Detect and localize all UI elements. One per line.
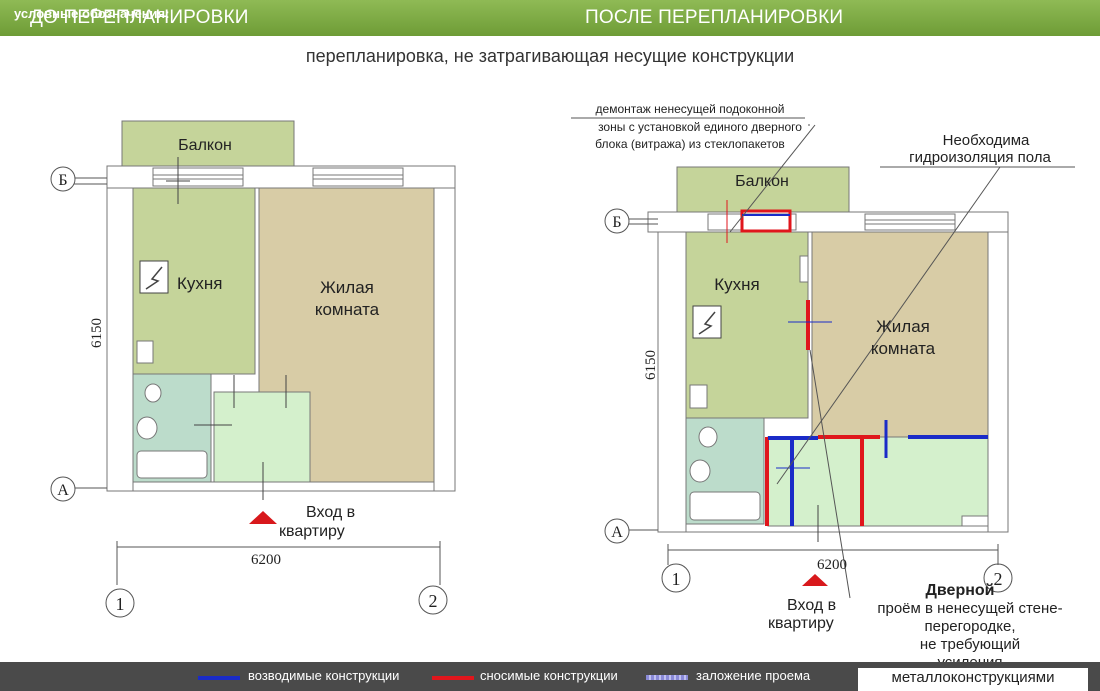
note-water-line-2: гидроизоляция пола bbox=[909, 149, 1051, 166]
svg-text:Б: Б bbox=[612, 214, 621, 231]
after-balcony-label: Балкон bbox=[735, 173, 789, 190]
before-dim-height: 6150 bbox=[89, 318, 105, 348]
before-axis-a bbox=[50, 476, 76, 502]
after-dim-width: 6200 bbox=[817, 557, 847, 573]
before-entrance-label-2: квартиру bbox=[279, 523, 345, 540]
after-kitchen-label: Кухня bbox=[714, 275, 760, 294]
legend-built-label: возводимые конструкции bbox=[248, 668, 400, 683]
after-living-room bbox=[811, 231, 989, 438]
legend-opening-label: заложение проема bbox=[696, 668, 811, 683]
svg-text:А: А bbox=[611, 524, 623, 541]
header-bar bbox=[0, 0, 1100, 36]
before-axis-2 bbox=[418, 585, 448, 615]
svg-text:А: А bbox=[57, 482, 69, 499]
after-axis-b bbox=[604, 208, 630, 234]
after-hall bbox=[767, 436, 989, 527]
before-kitchen-sink bbox=[136, 340, 154, 364]
after-demolished-sill bbox=[740, 209, 792, 233]
after-dim-height: 6150 bbox=[643, 350, 659, 380]
legend-demolished-label: сносимые конструкции bbox=[480, 668, 618, 683]
before-entrance-label-1: Вход в bbox=[306, 504, 355, 521]
before-title: ДО ПЕРЕПЛАНИРОВКИ bbox=[30, 7, 249, 28]
before-toilet bbox=[144, 383, 162, 403]
before-living-label-1: Жилая bbox=[320, 278, 374, 297]
before-plan: Балкон Кухня Жилая комната Вход в кварти… bbox=[50, 120, 456, 618]
svg-text:2: 2 bbox=[994, 569, 1003, 589]
after-entrance-label-1: Вход в bbox=[787, 597, 836, 614]
note-water-line-1: Необходима bbox=[943, 132, 1030, 149]
after-entrance-label-2: квартиру bbox=[768, 615, 834, 632]
before-entrance-marker bbox=[249, 511, 277, 524]
before-axis-1 bbox=[105, 588, 135, 618]
before-living-label-2: комната bbox=[315, 300, 380, 319]
after-washbasin bbox=[689, 459, 711, 483]
after-toilet bbox=[698, 426, 718, 448]
before-dim-width: 6200 bbox=[251, 552, 281, 568]
svg-text:Б: Б bbox=[58, 172, 67, 189]
before-window-2 bbox=[312, 167, 404, 187]
note-sill-line-2: зоны с установкой единого дверного bbox=[598, 120, 802, 134]
after-axis-a bbox=[604, 518, 630, 544]
note-door-line-4: не требующий bbox=[919, 636, 1021, 653]
note-door-line-2: проём в ненесущей стене- bbox=[877, 600, 1063, 617]
before-axis-b bbox=[50, 166, 76, 192]
svg-text:1: 1 bbox=[672, 569, 681, 589]
svg-text:2: 2 bbox=[429, 591, 438, 611]
after-title: ПОСЛЕ ПЕРЕПЛАНИРОВКИ bbox=[585, 7, 844, 28]
after-living-label-1: Жилая bbox=[876, 317, 930, 336]
before-kitchen-label: Кухня bbox=[177, 274, 223, 293]
legend-built-swatch bbox=[198, 676, 240, 680]
after-balcony bbox=[676, 166, 850, 213]
note-door: Дверной проём в ненесущей стене- перегор… bbox=[850, 582, 1090, 672]
note-sill-line-1: демонтаж ненесущей подоконной bbox=[596, 102, 785, 116]
floor-plans: Балкон Кухня Жилая комната Вход в кварти… bbox=[50, 102, 1075, 632]
after-plan: Балкон Кухня Жилая комната Вход в кварти… bbox=[571, 102, 1075, 632]
after-living-label-2: комната bbox=[871, 339, 936, 358]
note-door-line-6: металлоконструкциями bbox=[858, 668, 1088, 691]
note-door-line-1: Дверной bbox=[925, 582, 995, 599]
after-entrance-marker bbox=[802, 574, 828, 586]
note-sill-line-3: блока (витража) из стеклопакетов bbox=[595, 137, 785, 151]
after-bathtub bbox=[689, 491, 761, 521]
before-balcony-label: Балкон bbox=[178, 137, 232, 154]
before-balcony bbox=[121, 120, 295, 167]
legend-title: условные обозначения: bbox=[14, 6, 170, 21]
legend-demolished-swatch bbox=[432, 676, 474, 680]
before-hall bbox=[213, 391, 311, 483]
after-kitchen-sink bbox=[689, 384, 708, 409]
subtitle: перепланировка, не затрагивающая несущие… bbox=[305, 46, 795, 66]
legend-opening-swatch bbox=[646, 675, 688, 680]
before-bathtub bbox=[136, 450, 208, 479]
note-door-line-3: перегородке, bbox=[924, 618, 1016, 635]
before-washbasin bbox=[136, 416, 158, 440]
after-axis-1 bbox=[661, 563, 691, 593]
before-window-1 bbox=[152, 167, 244, 187]
svg-text:1: 1 bbox=[116, 594, 125, 614]
